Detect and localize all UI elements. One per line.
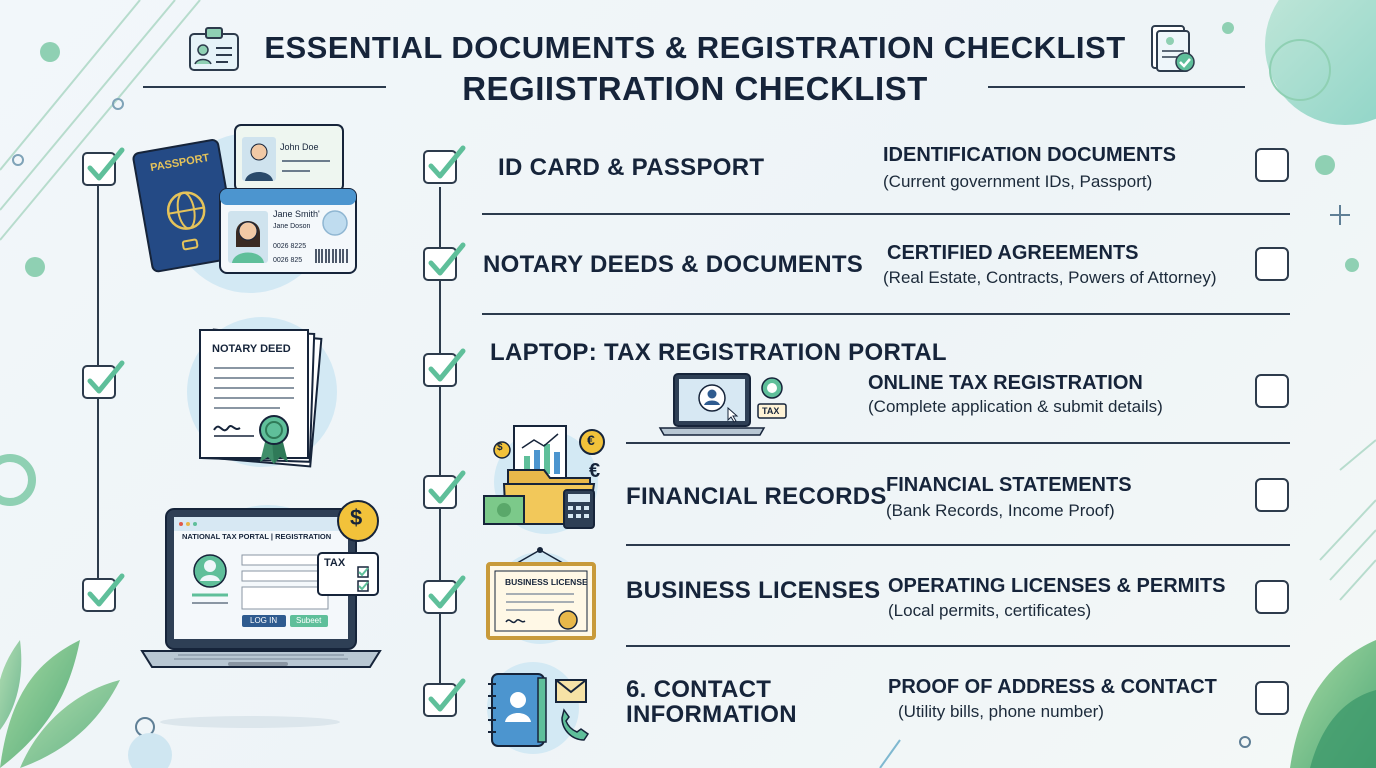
row-6-status-checkbox[interactable] (1255, 681, 1289, 715)
contact-book-illustration (487, 662, 590, 754)
row-divider (626, 442, 1290, 444)
row-3-title: LAPTOP: TAX REGISTRATION PORTAL (490, 339, 947, 366)
portal-banner: NATIONAL TAX PORTAL | REGISTRATION (182, 532, 332, 541)
tax-laptop-icon (658, 373, 787, 436)
middle-timeline (439, 187, 441, 607)
checkmark-icon (428, 470, 466, 504)
checkmark-icon (87, 573, 125, 607)
row-1-title: ID CARD & PASSPORT (498, 154, 765, 181)
row-5-heading: OPERATING LICENSES & PERMITS (888, 575, 1226, 597)
middle-timeline (439, 612, 441, 684)
row-6-title-line1: 6. CONTACT (626, 676, 772, 703)
row-divider (482, 213, 1290, 215)
row-4-checkbox[interactable] (423, 470, 466, 509)
row-2-status-checkbox[interactable] (1255, 247, 1289, 281)
row-divider (482, 313, 1290, 315)
left-checkbox-checked[interactable] (82, 573, 125, 612)
row-4-title: FINANCIAL RECORDS (626, 483, 887, 510)
submit-button[interactable]: Subeet (296, 616, 322, 625)
row-1-checkbox[interactable] (423, 145, 466, 184)
checkmark-icon (428, 242, 466, 276)
row-2-title: NOTARY DEEDS & DOCUMENTS (483, 251, 864, 278)
row-5-status-checkbox[interactable] (1255, 580, 1289, 614)
page-subtitle: REGIISTRATION CHECKLIST (462, 70, 928, 107)
row-divider (626, 544, 1290, 546)
dollar-coin-icon: $ (497, 442, 503, 453)
checkmark-icon (428, 575, 466, 609)
id-card-line: 0026 825 (273, 257, 303, 264)
tax-laptop-badge: TAX (762, 406, 780, 416)
title-rule-left (143, 86, 386, 88)
row-6-title-line2: INFORMATION (626, 701, 797, 728)
page-title: ESSENTIAL DOCUMENTS & REGISTRATION CHECK… (264, 30, 1126, 65)
title-rule-right (988, 86, 1245, 88)
left-timeline (97, 185, 99, 365)
row-5-title: BUSINESS LICENSES (626, 577, 881, 604)
row-divider (626, 645, 1290, 647)
row-1-detail: (Current government IDs, Passport) (883, 172, 1153, 191)
checkmark-icon (428, 145, 466, 179)
row-6-heading: PROOF OF ADDRESS & CONTACT (888, 676, 1217, 698)
row-1-status-checkbox[interactable] (1255, 148, 1289, 182)
euro-symbol-icon: € (589, 460, 601, 482)
row-6-detail: (Utility bills, phone number) (898, 702, 1104, 721)
checkmark-icon (428, 348, 466, 382)
row-4-heading: FINANCIAL STATEMENTS (886, 474, 1132, 496)
checkmark-icon (87, 147, 125, 181)
left-checkbox-checked[interactable] (82, 360, 125, 399)
left-checkbox-checked[interactable] (82, 147, 125, 186)
row-3-status-checkbox[interactable] (1255, 374, 1289, 408)
checkmark-icon (428, 678, 466, 712)
row-2-heading: CERTIFIED AGREEMENTS (887, 242, 1139, 264)
business-license-illustration (486, 547, 596, 644)
id-card-line: Jane Doson (273, 223, 311, 230)
row-4-status-checkbox[interactable] (1255, 478, 1289, 512)
financial-records-illustration (483, 425, 605, 534)
passport-id-illustration: PASSPORT John Doe Jane Smith' Jane Doson… (130, 105, 370, 295)
row-3-checkbox[interactable] (423, 348, 466, 387)
left-timeline (97, 398, 99, 578)
tax-portal-laptop-illustration: $ NATIONAL TAX PORTAL | REGISTRATION TAX… (138, 495, 388, 680)
id-card-line: 0026 8225 (273, 243, 307, 250)
checkmark-icon (87, 360, 125, 394)
row-2-detail: (Real Estate, Contracts, Powers of Attor… (883, 268, 1217, 287)
business-license-label: BUSINESS LICENSE (505, 577, 588, 587)
notary-deed-label: NOTARY DEED (212, 343, 291, 355)
document-check-icon (1151, 25, 1195, 72)
row-5-detail: (Local permits, certificates) (888, 601, 1092, 620)
row-4-detail: (Bank Records, Income Proof) (886, 501, 1115, 520)
row-5-checkbox[interactable] (423, 575, 466, 614)
dollar-coin-icon: $ (350, 505, 363, 530)
row-3-detail: (Complete application & submit details) (868, 397, 1163, 416)
tax-badge: TAX (324, 557, 346, 569)
row-3-heading: ONLINE TAX REGISTRATION (868, 372, 1143, 394)
row-2-checkbox[interactable] (423, 242, 466, 281)
euro-coin-icon: € (587, 432, 595, 448)
login-button[interactable]: LOG IN (250, 616, 278, 625)
id-card-name: Jane Smith' (273, 209, 320, 219)
row-1-heading: IDENTIFICATION DOCUMENTS (883, 144, 1176, 166)
notary-deed-illustration: NOTARY DEED (170, 312, 350, 472)
id-badge-icon (189, 27, 239, 71)
id-card-name: John Doe (280, 142, 319, 152)
row-6-checkbox[interactable] (423, 678, 466, 717)
